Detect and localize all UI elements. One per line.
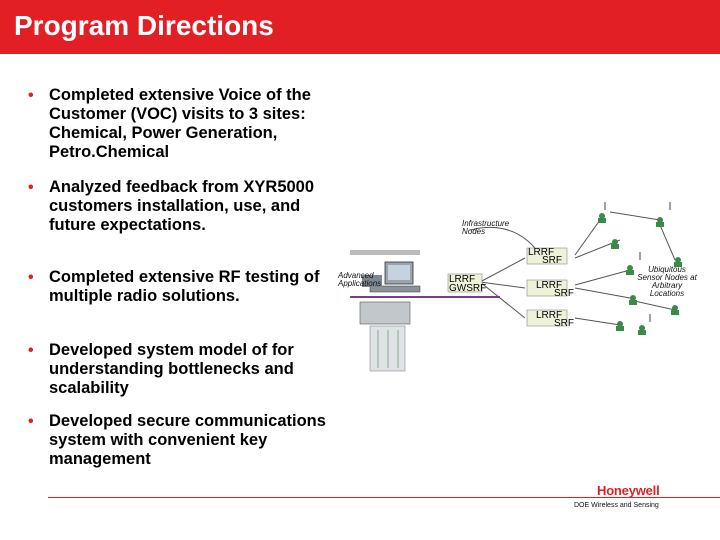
sensor-icon — [612, 239, 618, 245]
footer-caption: DOE Wireless and Sensing — [574, 502, 659, 509]
link-line — [479, 281, 526, 319]
sensor-icon — [611, 244, 619, 249]
lrrf-label: LRRF — [536, 310, 563, 321]
network-banner — [350, 250, 420, 255]
honeywell-logo: Honeywell — [597, 483, 660, 498]
bullet-dot-icon: • — [28, 179, 34, 196]
footer-divider — [48, 497, 720, 498]
bullet-dot-icon: • — [28, 342, 34, 359]
sensor-icon — [616, 326, 624, 331]
sensor-icon — [598, 218, 606, 223]
link-line — [629, 299, 676, 311]
link-line — [574, 287, 631, 299]
bullet-text: Completed extensive RF testing of multip… — [49, 268, 320, 305]
link-line — [574, 219, 601, 256]
bullet-dot-icon: • — [28, 87, 34, 104]
lrrf-label: LRRF — [528, 247, 555, 258]
router-node-box — [526, 279, 568, 297]
network-diagram: Infrastructure Nodes Advanced Applicatio… — [330, 200, 720, 390]
lrrf-label: LRRF — [449, 274, 476, 285]
router-node-box — [526, 309, 568, 327]
sensor-icon — [599, 213, 605, 219]
sensor-icon — [630, 295, 636, 301]
bullet-text: Analyzed feedback from XYR5000 customers… — [49, 178, 315, 234]
sensor-icon — [639, 325, 645, 331]
bullet-text: Completed extensive Voice of the Custome… — [49, 86, 311, 161]
sensor-icon — [629, 300, 637, 305]
sensor-icon — [674, 262, 682, 267]
advanced-applications-label: Advanced Applications — [338, 271, 382, 288]
sensor-icon — [675, 257, 681, 263]
sensor-icon — [657, 217, 663, 223]
bullet-text: Developed secure communications system w… — [49, 412, 326, 468]
sensor-icon — [671, 310, 679, 315]
sensor-icon — [617, 321, 623, 327]
infrastructure-arc — [469, 226, 536, 249]
router-node-box — [526, 247, 568, 265]
link-line — [574, 269, 631, 286]
gwsrf-label: GWSRF — [449, 283, 487, 294]
gateway-node-box — [447, 273, 483, 293]
srf-label: SRF — [554, 288, 574, 299]
bullet-dot-icon: • — [28, 269, 34, 286]
title-bar: Program Directions — [0, 0, 720, 54]
network-diagram-svg — [350, 202, 682, 372]
bullet-dot-icon: • — [28, 413, 34, 430]
sensor-icon — [672, 305, 678, 311]
srf-label: SRF — [542, 255, 562, 266]
sensor-icon — [656, 222, 664, 227]
ubiquitous-sensors-label: Ubiquitous Sensor Nodes at Arbitrary Loc… — [637, 265, 697, 298]
link-line — [479, 257, 526, 283]
lrrf-label: LRRF — [536, 280, 563, 291]
sensor-node-icons — [598, 213, 682, 335]
link-line — [659, 224, 676, 261]
bullet-text: Developed system model of for understand… — [49, 341, 294, 397]
control-cabinet-icon — [359, 301, 411, 372]
sensor-icon — [638, 330, 646, 335]
infrastructure-label: Infrastructure Nodes — [462, 219, 510, 236]
antenna-icons — [604, 202, 671, 322]
sensor-icon — [627, 265, 633, 271]
workstation-icon — [362, 261, 421, 293]
link-line — [479, 281, 526, 289]
sensor-icon — [626, 270, 634, 275]
page-title: Program Directions — [14, 10, 274, 41]
link-line — [609, 211, 661, 221]
srf-label: SRF — [554, 318, 574, 329]
link-line — [574, 317, 621, 326]
